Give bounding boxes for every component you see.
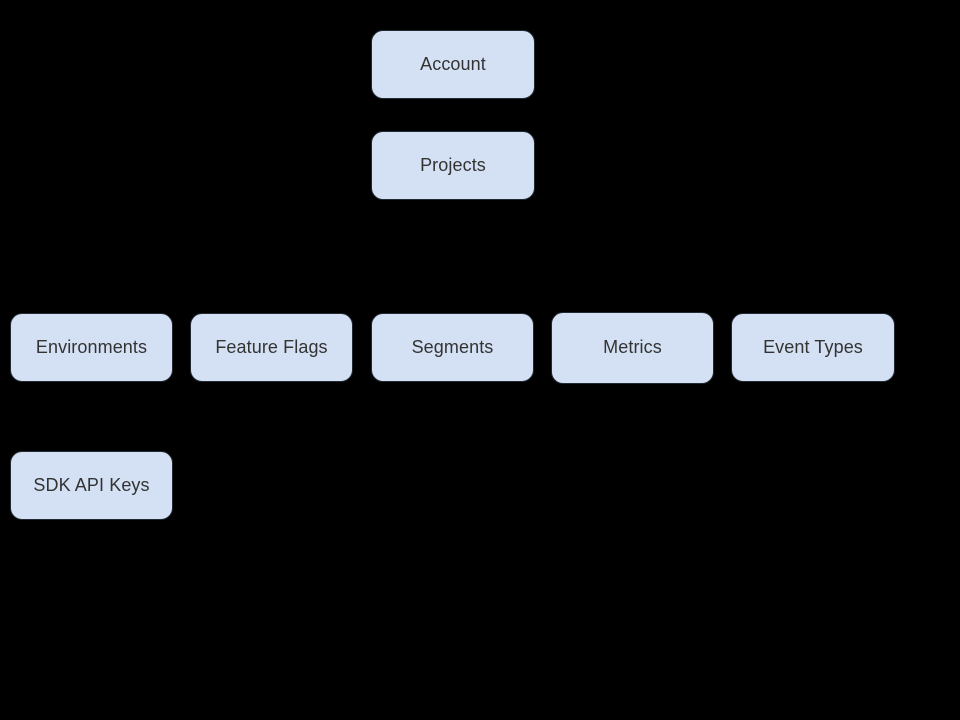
node-projects[interactable]: Projects xyxy=(371,131,535,200)
node-environments[interactable]: Environments xyxy=(10,313,173,382)
node-sdk-api-keys[interactable]: SDK API Keys xyxy=(10,451,173,520)
node-metrics[interactable]: Metrics xyxy=(551,312,714,384)
node-feature-flags[interactable]: Feature Flags xyxy=(190,313,353,382)
node-event-types[interactable]: Event Types xyxy=(731,313,895,382)
node-segments[interactable]: Segments xyxy=(371,313,534,382)
node-account[interactable]: Account xyxy=(371,30,535,99)
